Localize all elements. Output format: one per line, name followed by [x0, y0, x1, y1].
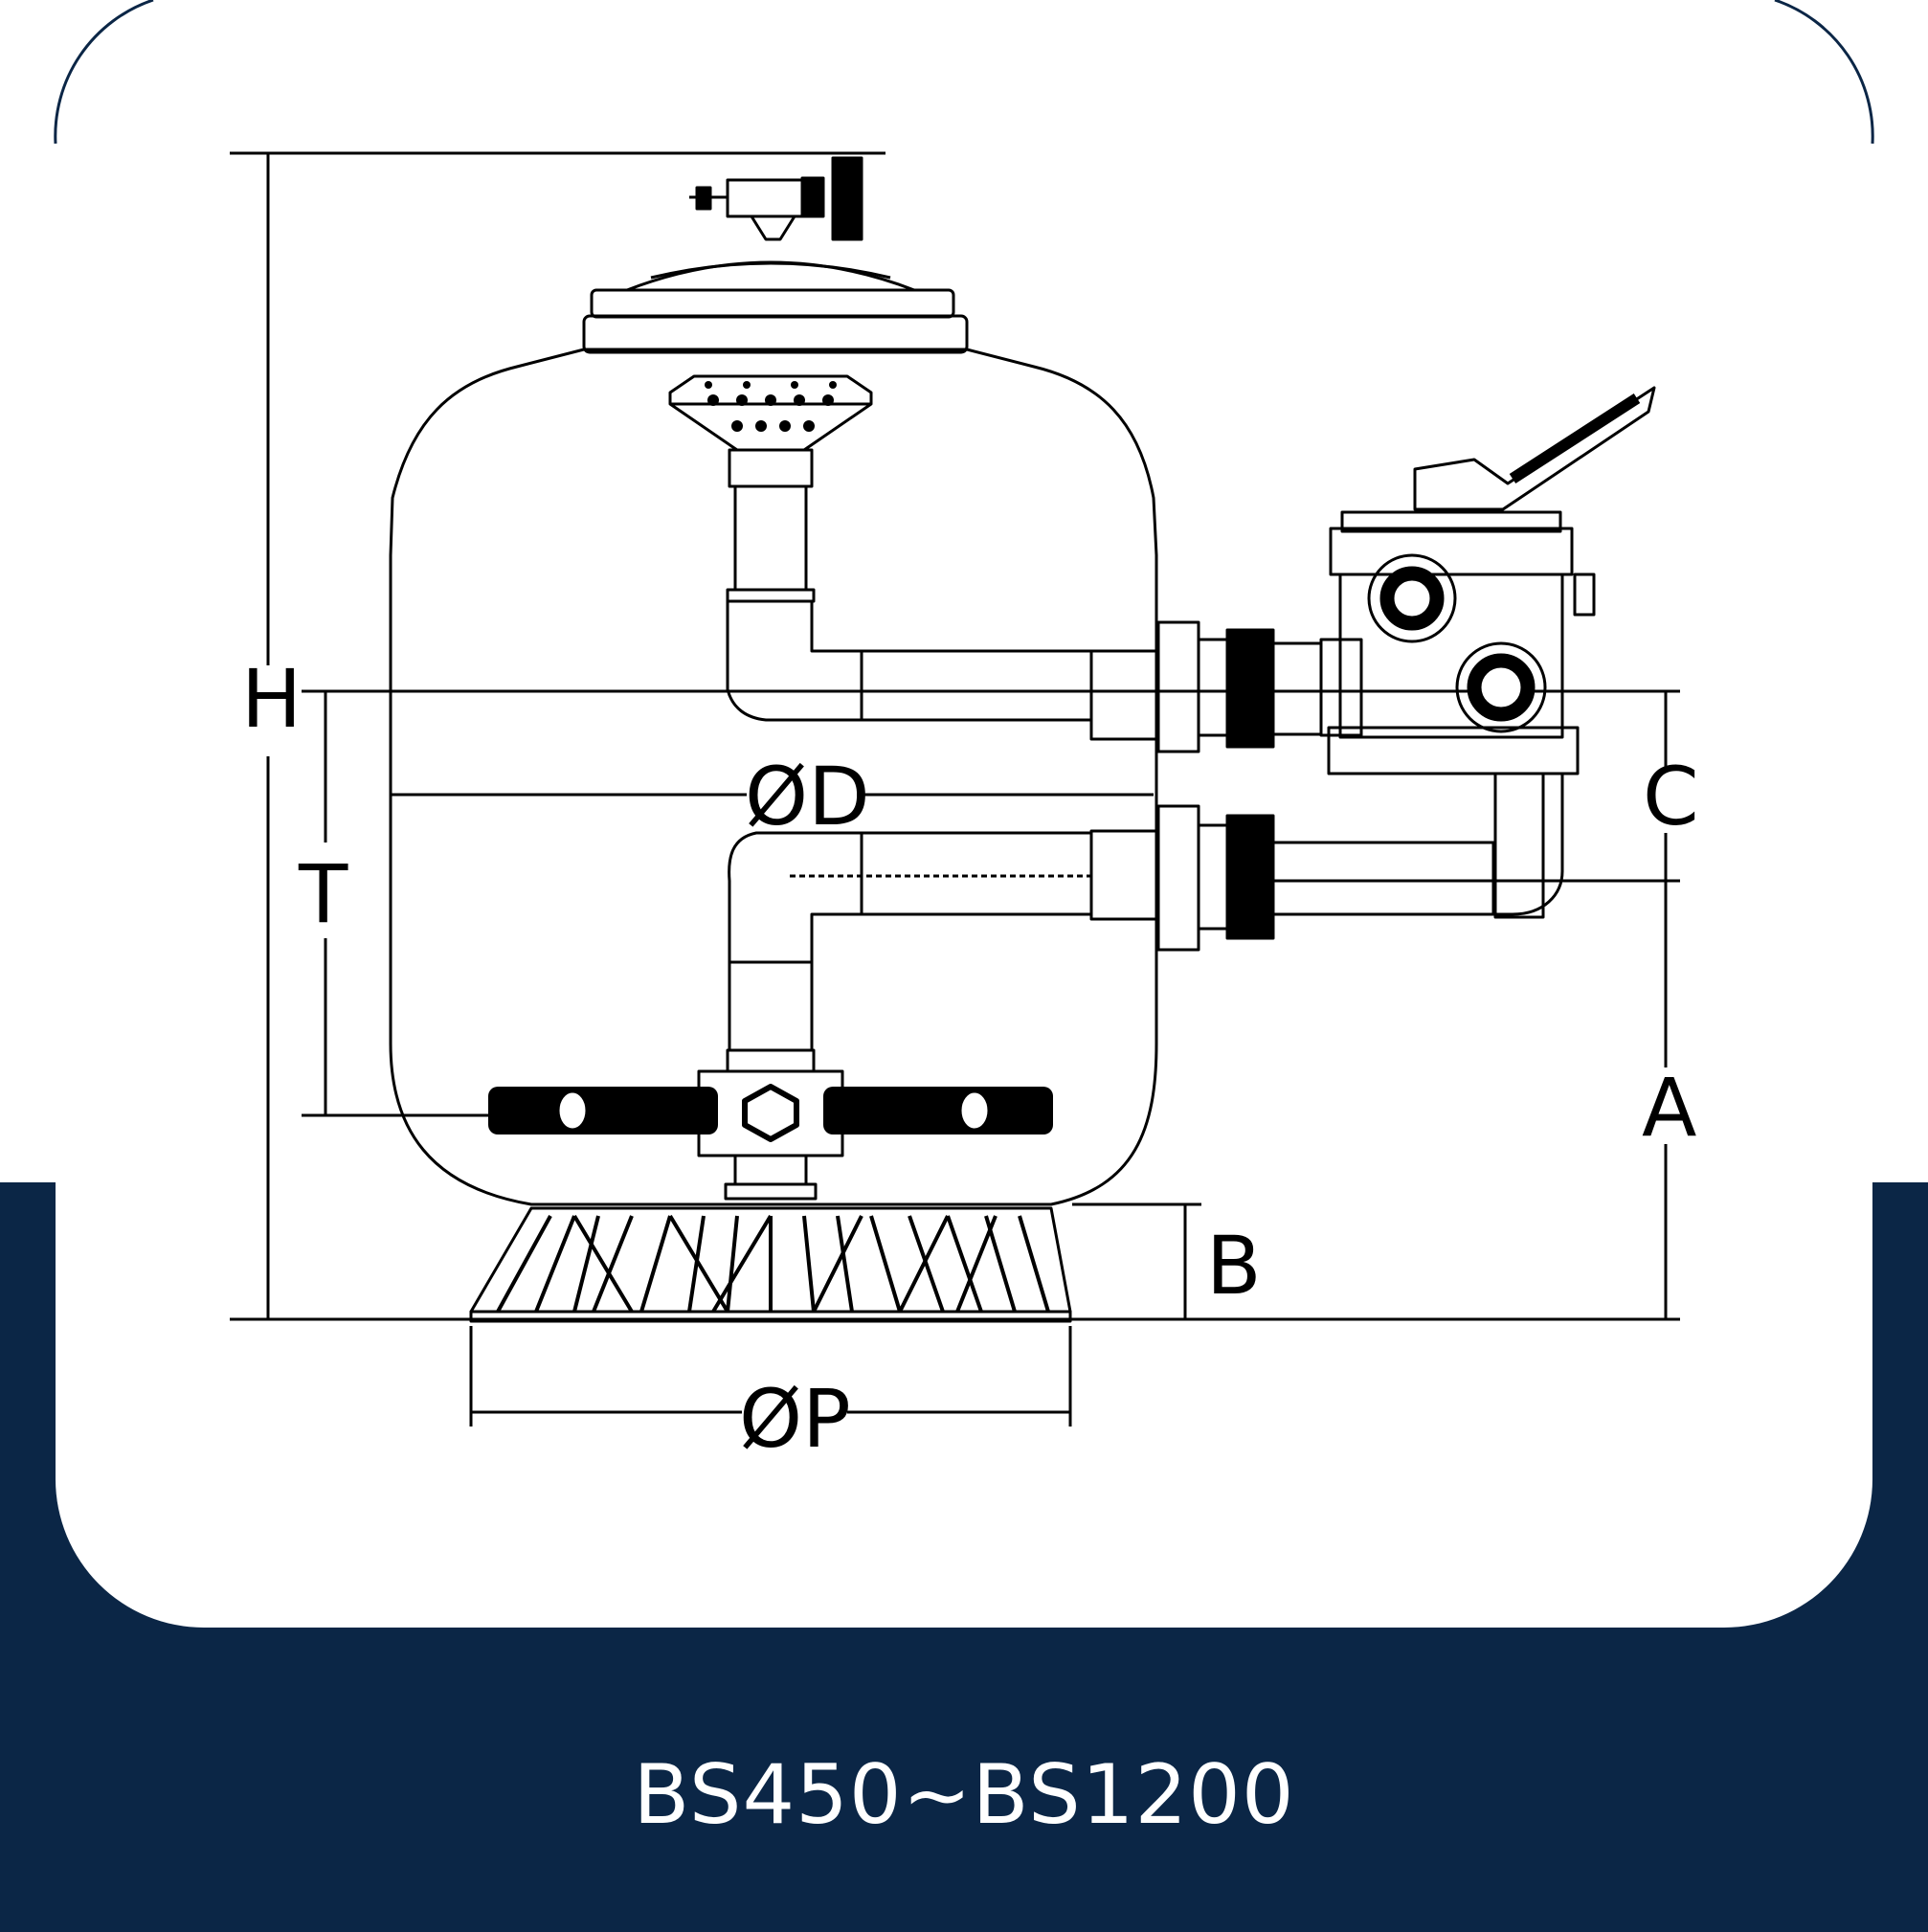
label-a: A — [1642, 1061, 1697, 1155]
tank-body — [389, 348, 1158, 1206]
label-p: ØP — [739, 1372, 851, 1466]
label-h: H — [241, 652, 303, 746]
pressure-gauge — [831, 156, 863, 241]
card — [56, 0, 1872, 1628]
label-t: T — [299, 847, 348, 941]
filter-drawing — [230, 151, 1680, 1427]
laterals — [488, 1087, 1053, 1134]
model-range-title: BS450~BS1200 — [633, 1747, 1295, 1843]
label-d: ØD — [745, 750, 870, 843]
label-c: C — [1643, 750, 1699, 843]
label-b: B — [1206, 1219, 1262, 1313]
